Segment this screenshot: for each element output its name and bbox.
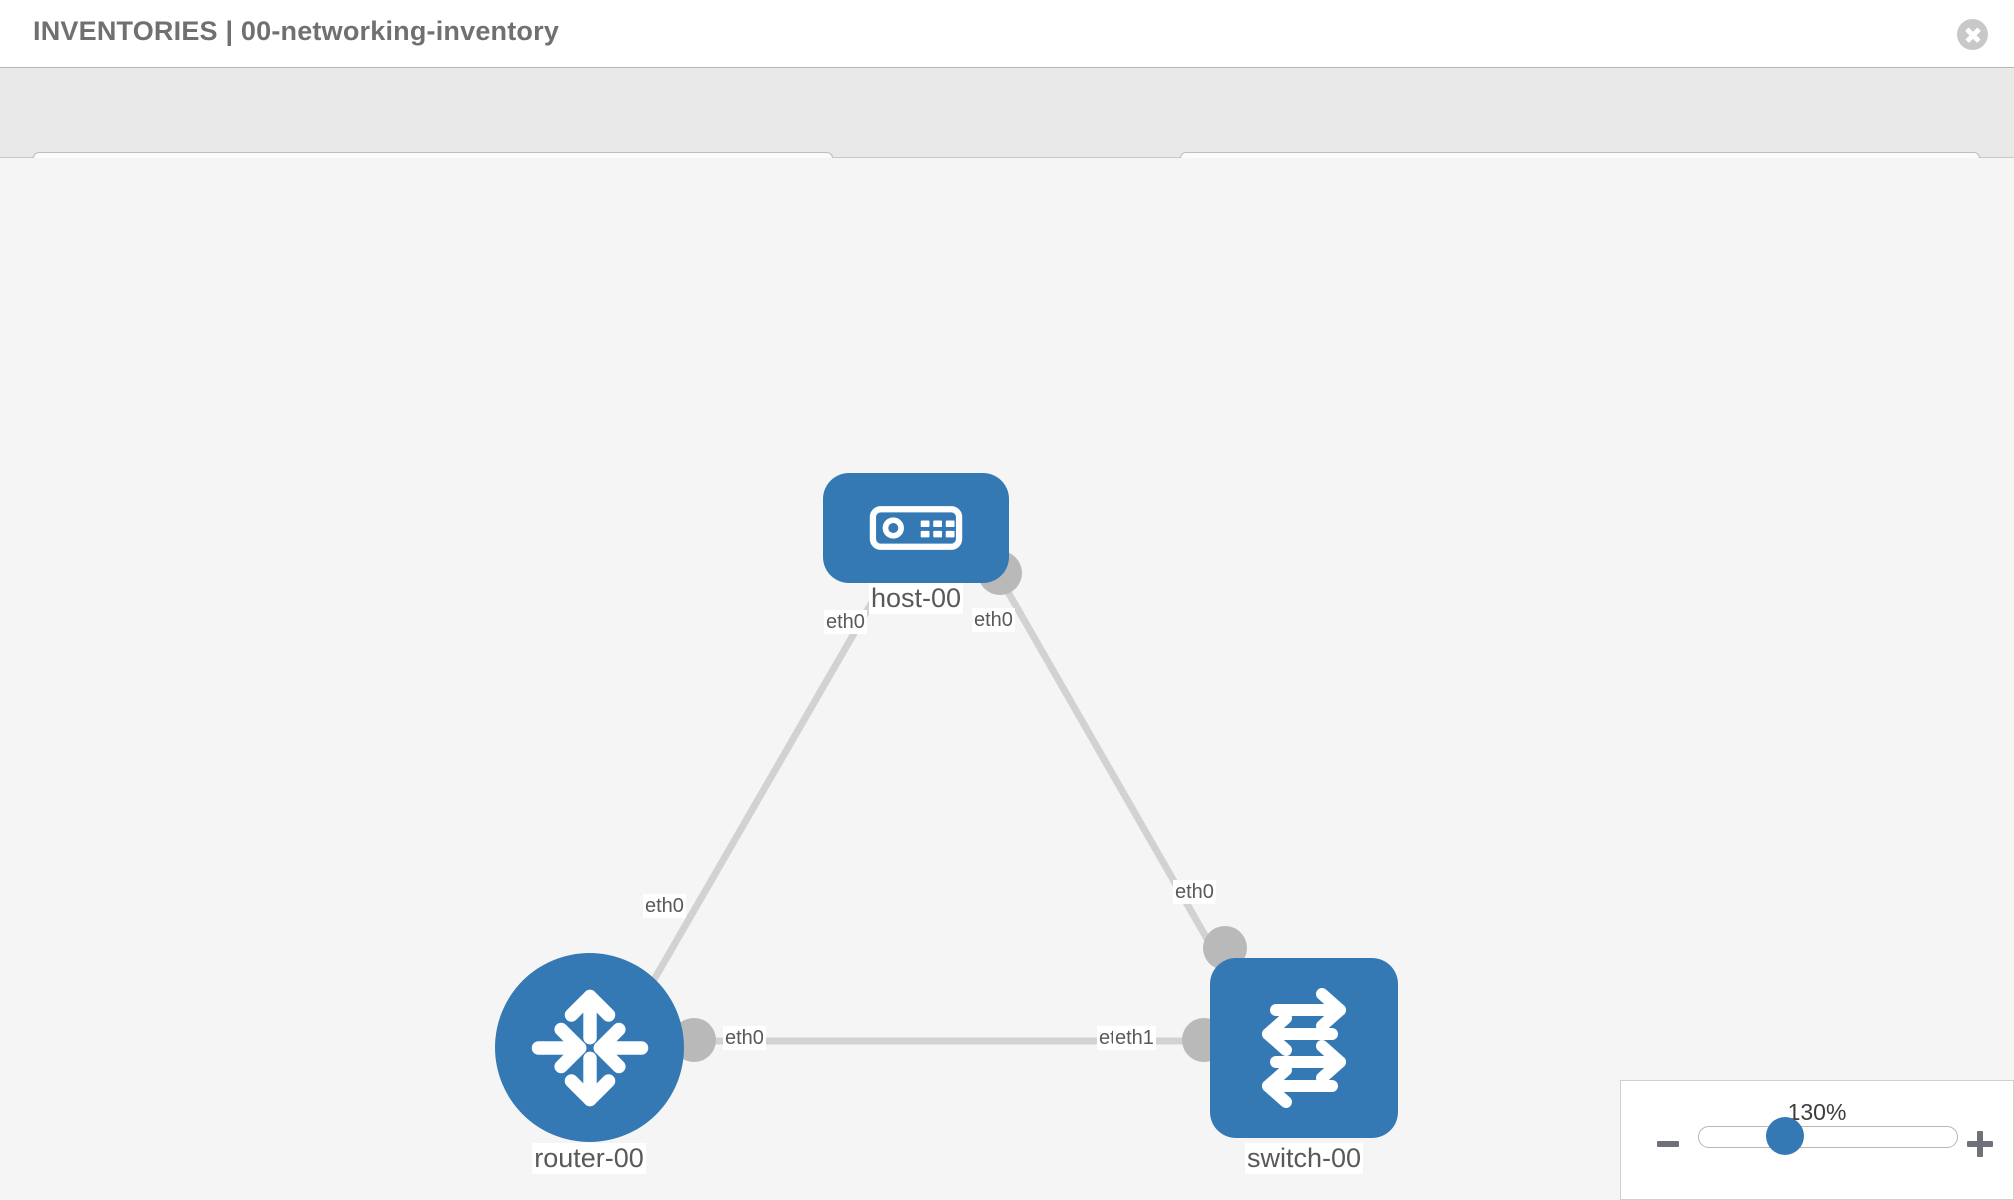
- topology-canvas[interactable]: host-00 router-00 switch-00 eth0 eth0 et…: [0, 158, 2014, 1200]
- zoom-slider-thumb[interactable]: [1766, 1117, 1804, 1155]
- zoom-level-value: 130%: [1787, 1099, 1847, 1125]
- edge-label-host00-eth0-left: eth0: [824, 610, 867, 634]
- zoom-control-panel: 130%: [1620, 1080, 2014, 1200]
- edge-label-router00-uplink: eth0: [643, 894, 686, 918]
- edge-label-switch00-uplink: eth0: [1173, 880, 1216, 904]
- minus-icon: [1657, 1141, 1679, 1147]
- switch-icon: [1262, 988, 1346, 1108]
- close-icon[interactable]: [1957, 19, 1988, 50]
- toolbar: ACTIONS SEARCH: [0, 68, 2014, 208]
- zoom-out-button[interactable]: [1657, 1131, 1679, 1157]
- edge-label-host00-eth0-right: eth0: [972, 608, 1015, 632]
- page-header: INVENTORIES | 00-networking-inventory: [0, 0, 2014, 68]
- node-label-router-00: router-00: [532, 1143, 646, 1175]
- node-router-00[interactable]: [495, 953, 684, 1142]
- edge-label-router00-eth0: eth0: [723, 1026, 766, 1050]
- router-icon: [531, 989, 648, 1106]
- zoom-in-button[interactable]: [1967, 1131, 1993, 1157]
- node-label-host-00: host-00: [868, 583, 964, 615]
- topology-links: [651, 574, 1222, 1045]
- node-switch-00[interactable]: [1210, 958, 1398, 1138]
- plus-icon-vertical: [1977, 1131, 1983, 1157]
- zoom-slider-track[interactable]: [1698, 1126, 1958, 1148]
- node-label-switch-00: switch-00: [1244, 1143, 1364, 1175]
- server-icon: [869, 506, 963, 550]
- link-host00-router00[interactable]: [651, 574, 890, 982]
- node-host-00[interactable]: [823, 473, 1009, 583]
- edge-label-switch00-eth1: eth1: [1113, 1026, 1156, 1050]
- page-title: INVENTORIES | 00-networking-inventory: [33, 16, 560, 46]
